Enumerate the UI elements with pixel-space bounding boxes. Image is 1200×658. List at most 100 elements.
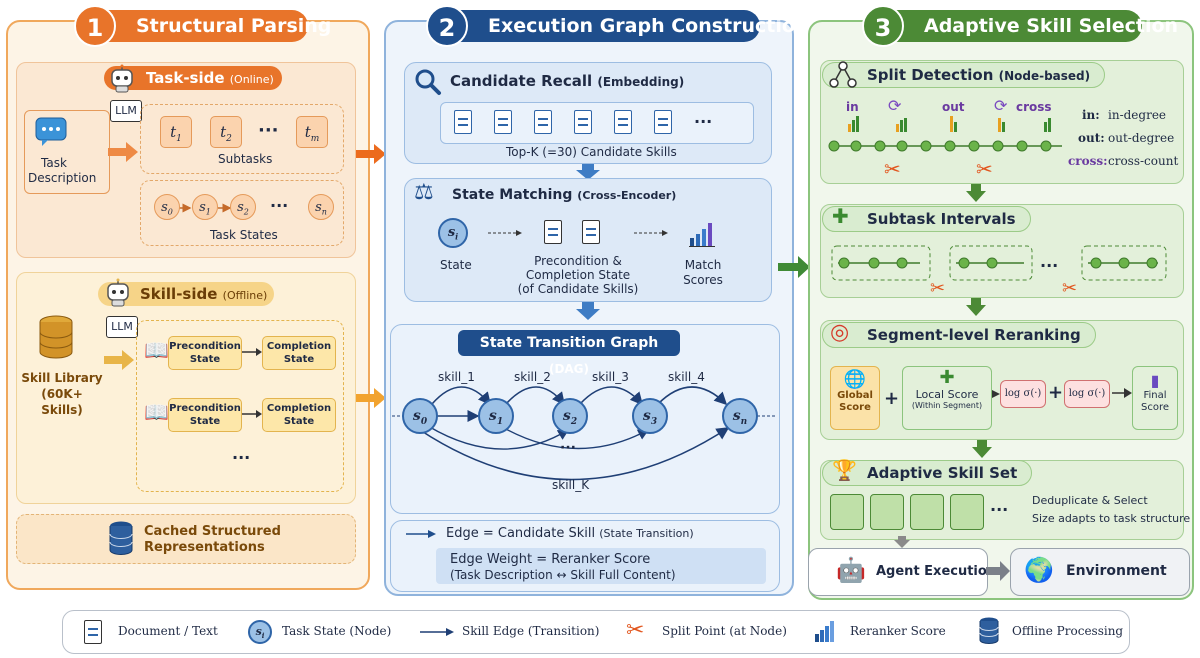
globe-icon: 🌍 (1024, 556, 1054, 584)
task-state-s0: s0 (154, 194, 180, 220)
down-arrow-4 (966, 298, 986, 316)
split-legend-out-val: out-degree (1108, 131, 1175, 145)
cycle-icon: ⟳ (888, 96, 902, 115)
skillset-note-2: Size adapts to task structure (1032, 512, 1191, 525)
agent-execution-box (808, 548, 988, 596)
local-score-box: ✚ Local Score (Within Segment) (902, 366, 992, 430)
split-label-cross: cross (1016, 100, 1052, 114)
panel3-number: 3 (862, 5, 904, 47)
edge-weight-text: Edge Weight = Reranker Score (450, 552, 651, 567)
reranking-pill: Segment-level Reranking (822, 322, 1096, 348)
task-side-label: Task-side (146, 69, 225, 87)
split-label-out: out (942, 100, 965, 114)
down-arrow-3 (966, 184, 986, 202)
robot-icon: 🤖 (836, 556, 866, 584)
arrow-icon (420, 628, 454, 636)
bar-chart-icon (815, 621, 834, 642)
environment-box (1010, 548, 1190, 596)
subtasks-box (140, 104, 344, 174)
dashed-arrow-2 (634, 230, 668, 236)
skill-doc-2 (870, 494, 904, 530)
edge-skill-1 (431, 386, 492, 406)
local-score-label: Local Score (915, 388, 979, 401)
svg-text:✂: ✂ (930, 278, 945, 296)
edge-label-skill-k: skill_K (552, 478, 590, 492)
dashed-arrow-1 (488, 230, 522, 236)
book-icon-1: 📖 (144, 338, 169, 362)
split-legend-cross-val: cross-count (1108, 154, 1179, 168)
final-score-label: Final Score (1140, 390, 1169, 413)
skill-side-mode: (Offline) (222, 289, 268, 302)
graph-node-s3: s3 (632, 398, 668, 434)
svg-text:✂: ✂ (884, 157, 901, 181)
globe-icon: 🌐 (843, 369, 867, 390)
arrow-to-skill-rows (104, 350, 134, 370)
cycle-icon: ⟳ (994, 96, 1008, 115)
document-icon (574, 110, 592, 134)
global-score-label: Global Score (837, 390, 873, 413)
task-description-label: Task Description (28, 156, 97, 185)
panel2-header: 2 Execution Graph Construction (426, 5, 808, 47)
edge-legend-text: Edge = Candidate Skill (State Transition… (446, 526, 694, 541)
document-icon (494, 110, 512, 134)
chat-icon (35, 117, 67, 146)
state-node-icon: si (438, 218, 468, 248)
recall-caption: Top-K (=30) Candidate Skills (506, 145, 677, 159)
legend-bar (62, 610, 1130, 654)
graph-title-pill: State Transition Graph (DAG) (458, 330, 680, 376)
edge-skill-2 (505, 386, 565, 406)
arrow-icon (406, 530, 436, 538)
graph-node-s0: s0 (402, 398, 438, 434)
llm-box-2: LLM (106, 316, 138, 338)
skill-doc-1 (830, 494, 864, 530)
subtask-t2: t2 (210, 116, 242, 148)
plus-sign-2: + (1048, 382, 1064, 403)
interval-chain: ✂ ✂ (831, 245, 1167, 296)
match-scores-label: Match Scores (683, 258, 723, 287)
document-icon (454, 110, 472, 134)
robot-icon-offline (107, 278, 129, 307)
panel2-number: 2 (426, 5, 468, 47)
skill-library-label: Skill Library (60K+ Skills) (21, 371, 103, 417)
skillset-note-1: Deduplicate & Select (1032, 494, 1148, 507)
precondition-state-2: Precondition State (168, 398, 242, 432)
matching-state-label: State (440, 258, 472, 272)
edge-lower-1 (427, 425, 570, 450)
target-icon: ◎ (830, 320, 850, 345)
recall-dots: ··· (694, 112, 713, 131)
arrow-p1-p2-top (356, 144, 386, 164)
edge-weight-box (436, 548, 766, 584)
bar-chart-icon: ▮ (1150, 371, 1160, 390)
down-arrow-2 (576, 302, 600, 320)
graph-node-sn: sn (722, 398, 758, 434)
task-side-pill: Task-side (Online) (104, 66, 282, 90)
arrow-p1-p2-bottom (356, 388, 386, 408)
subtask-tm: tm (296, 116, 328, 148)
bar-chart-icon (848, 116, 1051, 132)
panel1-header: 1 Structural Parsing (74, 5, 331, 47)
split-label-in: in (846, 100, 859, 114)
arrow-to-log1 (992, 390, 1000, 398)
task-state-s1: s1 (192, 194, 218, 220)
bar-chart-icon (689, 223, 715, 247)
edge-weight-note: (Task Description ↔ Skill Full Content) (450, 568, 676, 582)
puzzle-icon: ✚ (939, 367, 955, 388)
graph-node-s2: s2 (552, 398, 588, 434)
llm-box-1: LLM (110, 100, 142, 122)
skill-side-label: Skill-side (140, 285, 218, 303)
panel3-header: 3 Adaptive Skill Selection (862, 5, 1178, 47)
edge-label-skill-1: skill_1 (438, 370, 475, 384)
subtask-t1: t1 (160, 116, 192, 148)
robot-icon (111, 64, 133, 93)
matching-title: State Matching (Cross-Encoder) (452, 187, 677, 203)
book-icon-2: 📖 (144, 400, 169, 424)
skill-rows-dots: ··· (232, 448, 251, 467)
task-state-sn: sn (308, 194, 334, 220)
arrow-pre-post-1 (242, 348, 262, 356)
global-score-box: 🌐 Global Score (830, 366, 880, 430)
intervals-dots: ··· (1040, 256, 1059, 275)
arrow-pre-post-2 (242, 410, 262, 418)
arrow-to-subtasks (108, 142, 138, 162)
skillset-dots: ··· (990, 500, 1009, 519)
document-icon (582, 220, 600, 244)
